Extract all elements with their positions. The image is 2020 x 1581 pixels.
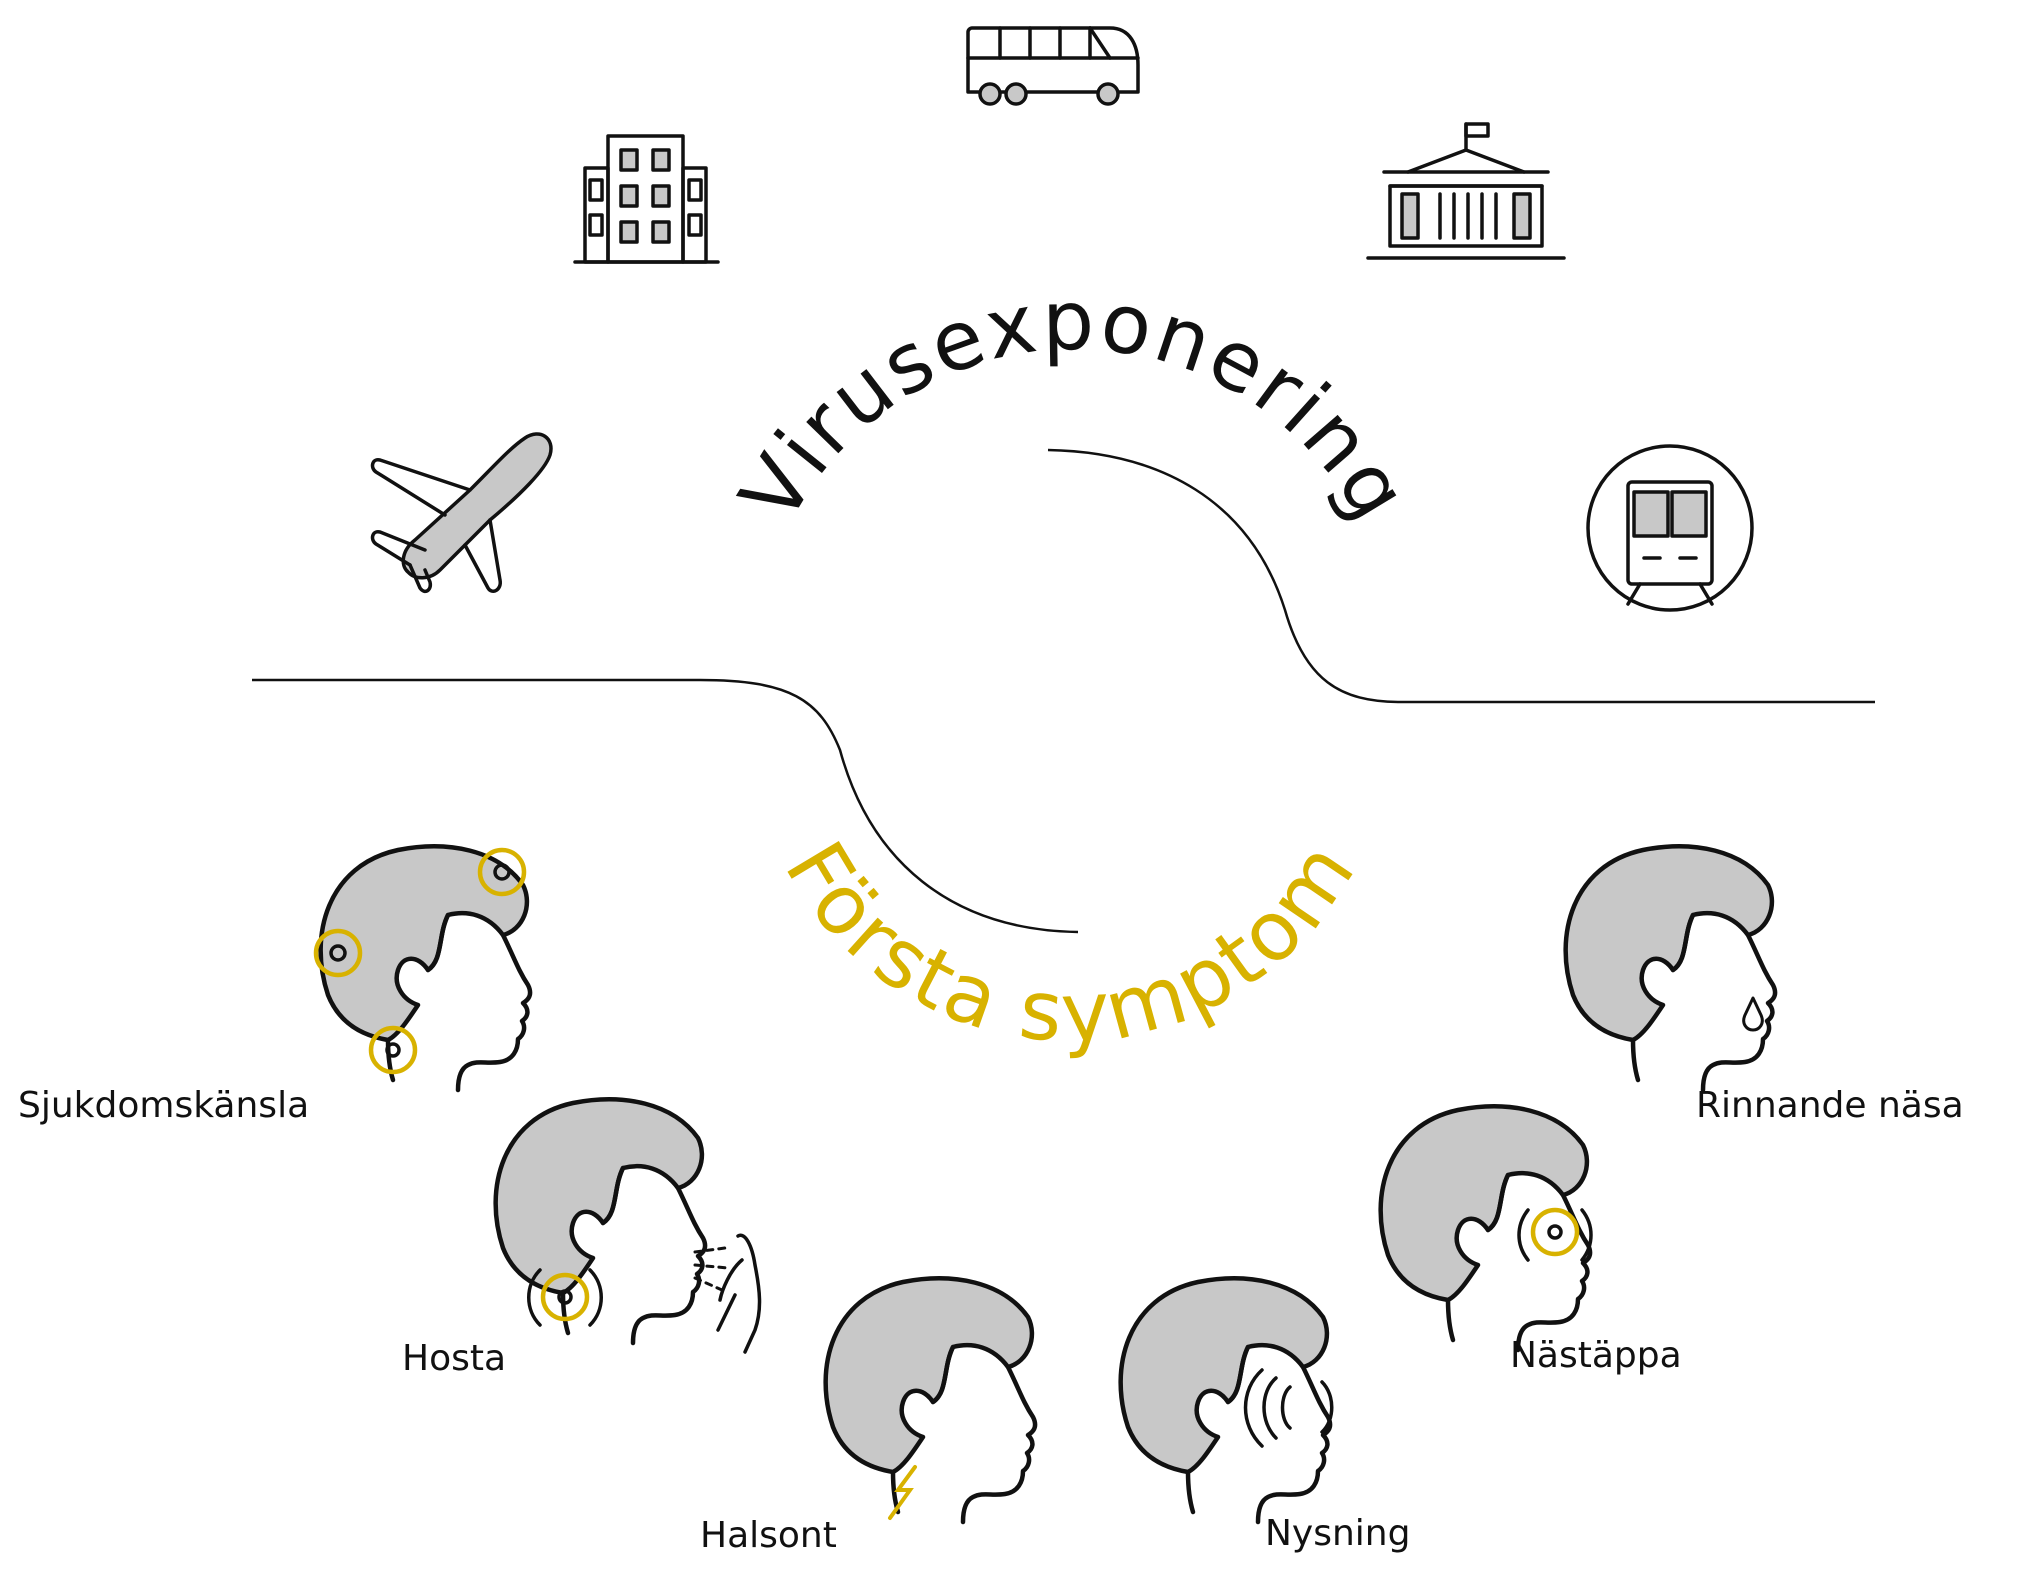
label-sjukdomskansla: Sjukdomskänsla [18,1085,310,1126]
label-halsont: Halsont [700,1515,837,1556]
train-icon [1586,444,1754,612]
bottom-arc-label: Första symptom [766,824,1375,1062]
cough-icon [527,1233,762,1354]
label-nysning: Nysning [1265,1513,1411,1554]
office-building-icon [573,134,720,264]
label-rinnande-nasa: Rinnande näsa [1696,1085,1964,1126]
label-hosta: Hosta [402,1338,507,1379]
divider-curve-right [1047,448,1875,704]
divider-curve-left [252,678,1079,934]
pain-marker-icon [313,847,527,1075]
head-halsont-icon [826,1278,1035,1522]
head-rinnande-nasa-icon [1566,846,1775,1090]
top-arc-label: Virusexponering [722,274,1427,538]
congestion-marker-icon [1517,1207,1593,1262]
government-building-icon [1366,122,1566,260]
head-nysning-icon [1121,1278,1330,1522]
lightning-icon [888,1465,917,1520]
sneeze-waves-icon [1243,1368,1334,1448]
airplane-icon [370,432,553,594]
label-nastappa: Nästäppa [1510,1335,1682,1376]
bus-icon [966,26,1140,106]
drip-icon [1742,996,1764,1032]
